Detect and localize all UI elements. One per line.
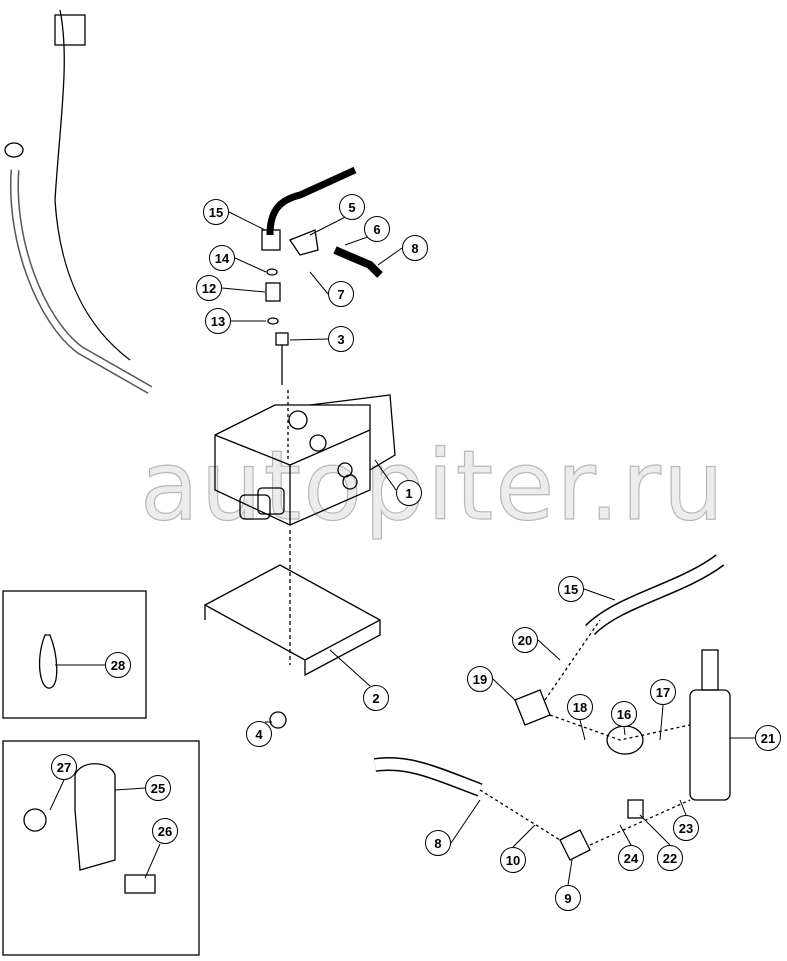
hose-15 (266, 166, 357, 236)
fitting (4, 142, 24, 158)
callout-8: 8 (425, 830, 451, 856)
mounting-plate (203, 564, 382, 677)
cylinder-21 (689, 689, 731, 801)
callout-13: 13 (205, 308, 231, 334)
adapter-22 (627, 799, 644, 819)
callout-8: 8 (402, 235, 428, 261)
detail-box-clip (2, 590, 147, 719)
clamp-28 (38, 634, 58, 689)
callout-23: 23 (673, 815, 699, 841)
callout-6: 6 (364, 216, 390, 242)
hose-line (54, 9, 131, 361)
callout-10: 10 (500, 847, 526, 873)
callout-21: 21 (755, 725, 781, 751)
callout-24: 24 (618, 845, 644, 871)
hose-8 (333, 246, 383, 278)
elbow-9 (559, 829, 591, 861)
callout-14: 14 (209, 245, 235, 271)
valve-block (214, 394, 396, 526)
callout-19: 19 (467, 666, 493, 692)
callout-25: 25 (145, 775, 171, 801)
callout-1: 1 (396, 480, 422, 506)
callout-4: 4 (246, 721, 272, 747)
elbow-5 (289, 229, 319, 256)
callout-15: 15 (203, 199, 229, 225)
callout-16: 16 (611, 701, 637, 727)
callout-18: 18 (567, 694, 593, 720)
callout-22: 22 (657, 845, 683, 871)
callout-26: 26 (152, 818, 178, 844)
callout-20: 20 (512, 627, 538, 653)
bracket-25 (74, 763, 116, 871)
detail-box-bracket (2, 740, 200, 956)
callout-7: 7 (328, 281, 354, 307)
callout-9: 9 (555, 885, 581, 911)
callout-5: 5 (339, 194, 365, 220)
callout-17: 17 (650, 679, 676, 705)
callout-27: 27 (51, 754, 77, 780)
callout-2: 2 (363, 685, 389, 711)
nut-4 (269, 711, 287, 729)
tee-16 (606, 725, 644, 755)
bolt-26 (124, 874, 156, 894)
callout-3: 3 (328, 326, 354, 352)
callout-12: 12 (196, 275, 222, 301)
callout-15: 15 (558, 576, 584, 602)
watermark: autopiter.ru (139, 429, 726, 542)
tee-fitting (54, 14, 86, 46)
elbow-19 (514, 689, 551, 726)
nut-27 (23, 808, 47, 832)
callout-28: 28 (105, 652, 131, 678)
